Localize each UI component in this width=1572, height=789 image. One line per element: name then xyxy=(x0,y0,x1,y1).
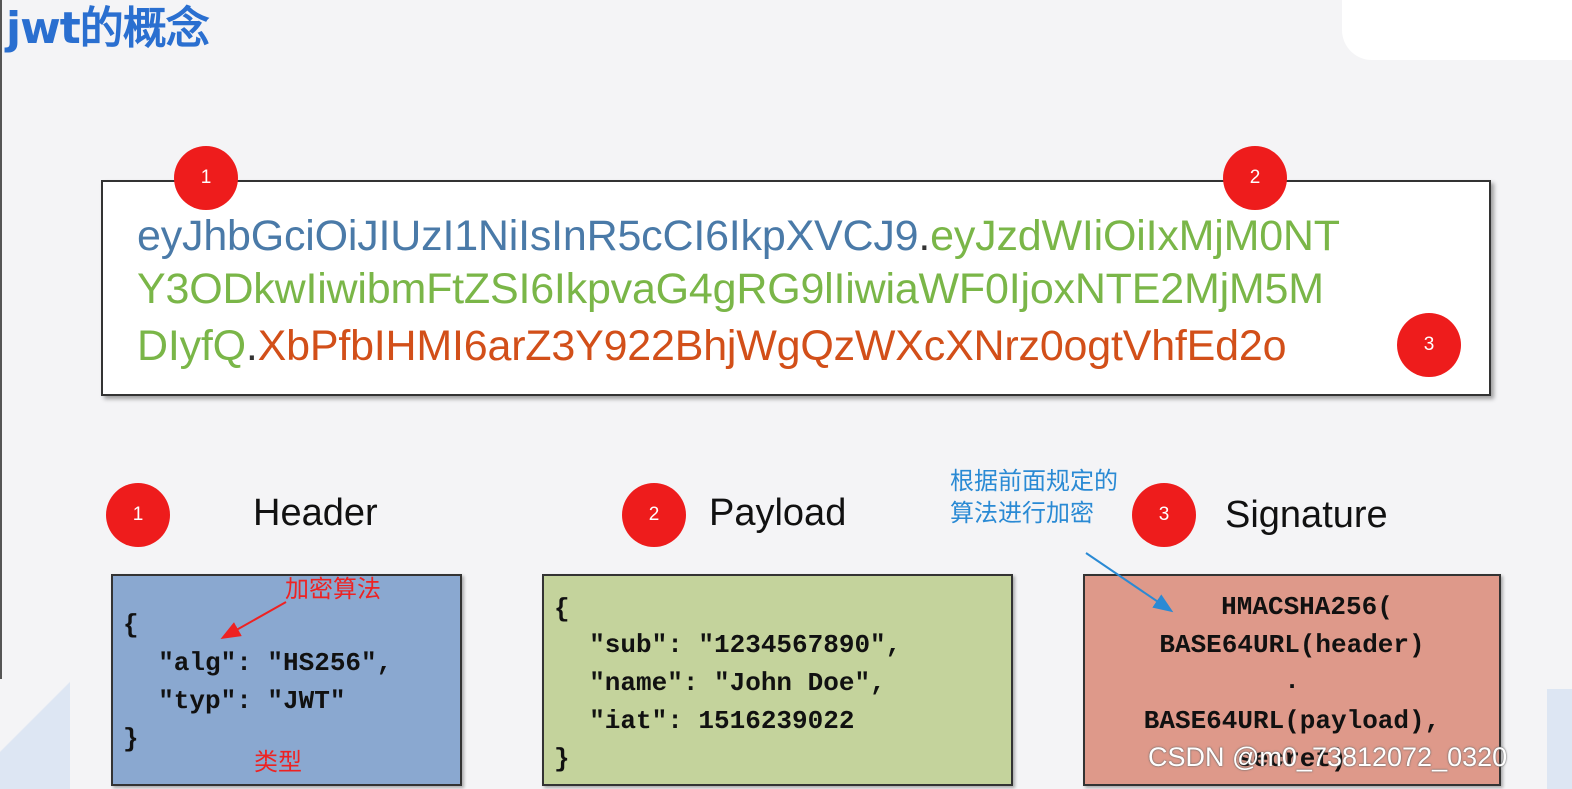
corner-decoration xyxy=(0,679,70,789)
corner-decoration xyxy=(1342,0,1572,60)
code-line: { xyxy=(554,594,570,624)
code-line: BASE64URL(payload), xyxy=(1143,706,1441,736)
watermark: CSDN @m0_73812072_0320 xyxy=(1148,742,1508,772)
token-line-1: eyJhbGciOiJIUzI1NiIsInR5cCI6IkpXVCJ9.eyJ… xyxy=(137,212,1340,261)
code-line: BASE64URL(header) xyxy=(1159,630,1425,660)
code-line: "iat": 1516239022 xyxy=(558,706,855,736)
code-line: } xyxy=(123,724,139,754)
annotation-typ: 类型 xyxy=(254,748,302,776)
payload-json-box: { "sub": "1234567890", "name": "John Doe… xyxy=(542,574,1013,786)
header-section-title: Header xyxy=(253,492,378,534)
badge-1: 1 xyxy=(174,146,238,210)
token-payload-segment: eyJzdWIiOiIxMjM0NT xyxy=(930,212,1340,260)
header-json-box: { "alg": "HS256", "typ": "JWT" } xyxy=(111,574,462,786)
left-edge-rule xyxy=(0,0,2,789)
code-line: "sub": "1234567890", xyxy=(558,630,902,660)
code-line: "alg": "HS256", xyxy=(127,648,393,678)
code-line: { xyxy=(123,610,139,640)
badge-2: 2 xyxy=(622,483,686,547)
badge-3: 3 xyxy=(1397,313,1461,377)
badge-2: 2 xyxy=(1223,146,1287,210)
annotation-signature-line2: 算法进行加密 xyxy=(950,499,1094,527)
arrow-to-alg xyxy=(220,601,287,639)
payload-section-title: Payload xyxy=(709,492,847,534)
token-payload-segment: DIyfQ xyxy=(137,322,246,370)
code-line: "typ": "JWT" xyxy=(127,686,346,716)
encoded-token-box: eyJhbGciOiJIUzI1NiIsInR5cCI6IkpXVCJ9.eyJ… xyxy=(101,180,1491,396)
token-separator-dot: . xyxy=(245,322,258,370)
annotation-alg: 加密算法 xyxy=(285,575,381,603)
badge-1: 1 xyxy=(106,483,170,547)
code-line: HMACSHA256( xyxy=(1221,592,1393,622)
arrow-to-hmac xyxy=(1085,552,1174,613)
badge-3: 3 xyxy=(1132,483,1196,547)
annotation-signature-line1: 根据前面规定的 xyxy=(950,467,1118,495)
code-line: "name": "John Doe", xyxy=(558,668,886,698)
token-line-2: Y3ODkwIiwibmFtZSI6IkpvaG4gRG9lIiwiaWF0Ij… xyxy=(137,265,1324,314)
token-line-3: DIyfQ.XbPfbIHMI6arZ3Y922BhjWgQzWXcXNrz0o… xyxy=(137,322,1286,371)
token-header-segment: eyJhbGciOiJIUzI1NiIsInR5cCI6IkpXVCJ9 xyxy=(137,212,919,260)
token-signature-segment: XbPfbIHMI6arZ3Y922BhjWgQzWXcXNrz0ogtVhfE… xyxy=(257,322,1287,370)
code-line: } xyxy=(554,744,570,774)
token-payload-segment: Y3ODkwIiwibmFtZSI6IkpvaG4gRG9lIiwiaWF0Ij… xyxy=(137,265,1324,313)
signature-formula-box: HMACSHA256( BASE64URL(header) . BASE64UR… xyxy=(1083,574,1501,786)
code-line: . xyxy=(1284,666,1300,696)
corner-decoration xyxy=(1547,689,1572,789)
token-separator-dot: . xyxy=(918,212,931,260)
page-title: jwt的概念 xyxy=(6,3,210,54)
code-line: secret) xyxy=(1237,744,1347,774)
signature-section-title: Signature xyxy=(1225,494,1388,536)
